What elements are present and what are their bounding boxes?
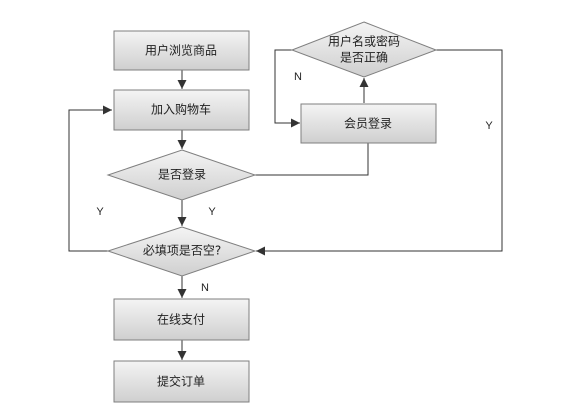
- node-credentials-label-line1: 用户名或密码: [328, 34, 400, 49]
- node-submit-order-box: [113, 360, 250, 403]
- label-logged-in-yes: Y: [208, 206, 216, 218]
- edge-credentials-yes-to-required-fields: [256, 49, 503, 256]
- node-browse-label: 用户浏览商品: [145, 43, 217, 58]
- label-required-yes: Y: [96, 206, 104, 218]
- node-member-login-box: [300, 103, 437, 144]
- edge-labels: N Y Y Y N: [96, 71, 493, 294]
- edge-credentials-no-to-member-login: [274, 49, 300, 128]
- node-add-cart-label: 加入购物车: [151, 102, 211, 117]
- node-logged-in-diamond: [106, 149, 257, 201]
- node-pay-online-label: 在线支付: [157, 313, 205, 327]
- node-required-fields-label: 必填项是否空?: [143, 244, 221, 258]
- node-submit-order-label: 提交订单: [157, 374, 205, 389]
- nodes: 用户浏览商品 加入购物车 是否登录 会员登录 用户名或密码 是否正确 必填项是否…: [106, 21, 438, 403]
- node-credentials-label-line2: 是否正确: [340, 51, 388, 65]
- node-member-login-label: 会员登录: [344, 116, 392, 131]
- edge-required-yes-to-add-cart: [68, 105, 112, 252]
- node-logged-in-label: 是否登录: [158, 167, 206, 182]
- edges: [68, 49, 503, 360]
- label-credentials-yes: Y: [485, 120, 493, 132]
- node-required-fields-diamond: [106, 226, 257, 277]
- node-pay-online-box: [113, 298, 250, 341]
- node-add-cart-box: [113, 89, 250, 131]
- node-credentials-diamond: [290, 21, 438, 78]
- label-required-no: N: [201, 282, 209, 294]
- edge-logged-in-no-to-member-login: [255, 143, 369, 176]
- node-browse-box: [113, 30, 250, 71]
- label-credentials-no: N: [294, 71, 302, 83]
